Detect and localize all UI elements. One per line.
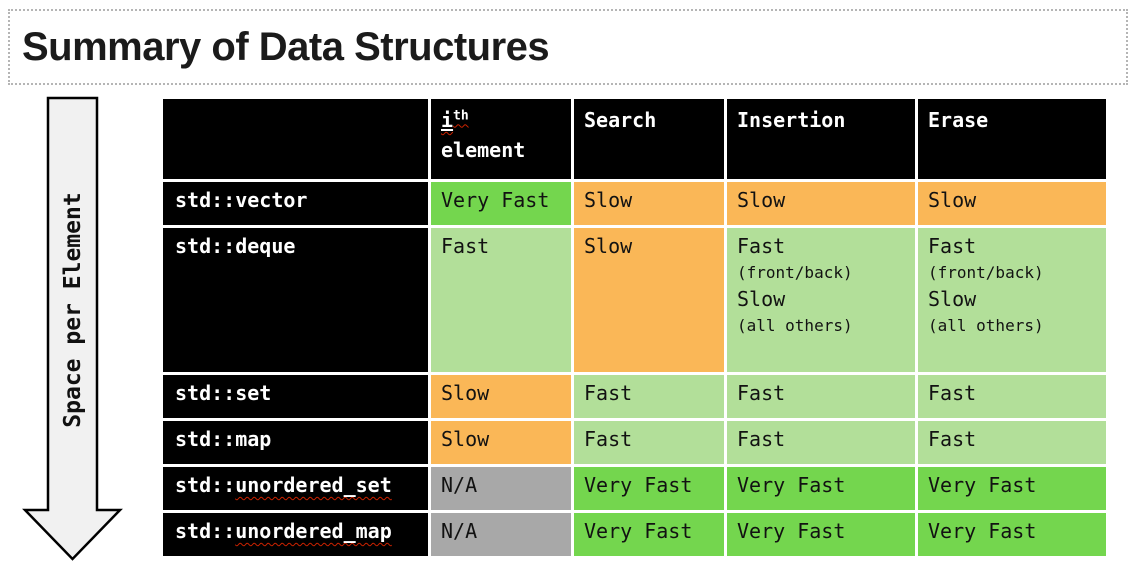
cell-line: Very Fast xyxy=(737,519,846,543)
cell-line: (all others) xyxy=(737,316,853,335)
row-label-set: std::set xyxy=(163,375,428,418)
cell-line: Fast xyxy=(584,381,633,405)
cell-unordered-map-insertion: Very Fast xyxy=(727,513,915,556)
row-label-unordered-map: std::unordered_map xyxy=(163,513,428,556)
cell-line: (all others) xyxy=(928,316,1044,335)
cell-map-search: Fast xyxy=(574,421,724,464)
page-title: Summary of Data Structures xyxy=(22,24,550,69)
row-label-unordered-set: std::unordered_set xyxy=(163,467,428,510)
cell-line: Fast xyxy=(737,234,786,258)
cell-unordered-set-ith-element: N/A xyxy=(431,467,571,510)
cell-line: Slow xyxy=(928,287,977,311)
cell-vector-search: Slow xyxy=(574,182,724,225)
cell-vector-erase: Slow xyxy=(918,182,1106,225)
cell-unordered-set-erase: Very Fast xyxy=(918,467,1106,510)
cell-deque-ith-element: Fast xyxy=(431,228,571,372)
row-label-vector: std::vector xyxy=(163,182,428,225)
cell-unordered-map-ith-element: N/A xyxy=(431,513,571,556)
title-box: Summary of Data Structures xyxy=(8,9,1128,85)
cell-unordered-map-search: Very Fast xyxy=(574,513,724,556)
cell-line: Fast xyxy=(584,427,633,451)
cell-map-ith-element: Slow xyxy=(431,421,571,464)
column-header-insertion: Insertion xyxy=(727,99,915,179)
cell-line: Very Fast xyxy=(928,473,1037,497)
cell-line: Fast xyxy=(441,234,490,258)
column-header-search: Search xyxy=(574,99,724,179)
cell-unordered-set-insertion: Very Fast xyxy=(727,467,915,510)
cell-vector-insertion: Slow xyxy=(727,182,915,225)
cell-unordered-map-erase: Very Fast xyxy=(918,513,1106,556)
cell-set-search: Fast xyxy=(574,375,724,418)
column-header-blank xyxy=(163,99,428,179)
down-arrow-shape xyxy=(22,96,123,561)
cell-line: Slow xyxy=(584,188,633,212)
cell-line: (front/back) xyxy=(737,263,853,282)
cell-line: N/A xyxy=(441,519,478,543)
arrow-label: Space per Element xyxy=(60,192,86,427)
cell-line: N/A xyxy=(441,473,478,497)
cell-line: Slow xyxy=(737,188,786,212)
cell-line: Slow xyxy=(737,287,786,311)
cell-line: Fast xyxy=(928,381,977,405)
cell-set-erase: Fast xyxy=(918,375,1106,418)
cell-line: Very Fast xyxy=(441,188,550,212)
cell-deque-erase: Fast (front/back) Slow (all others) xyxy=(918,228,1106,372)
cell-line: Very Fast xyxy=(584,473,693,497)
cell-vector-ith-element: Very Fast xyxy=(431,182,571,225)
cell-line: (front/back) xyxy=(928,263,1044,282)
cell-line: Slow xyxy=(584,234,633,258)
cell-line: Very Fast xyxy=(737,473,846,497)
cell-map-insertion: Fast xyxy=(727,421,915,464)
cell-line: Slow xyxy=(928,188,977,212)
cell-line: Fast xyxy=(928,234,977,258)
cell-map-erase: Fast xyxy=(918,421,1106,464)
space-per-element-arrow: Space per Element xyxy=(22,96,123,561)
cell-set-insertion: Fast xyxy=(727,375,915,418)
cell-set-ith-element: Slow xyxy=(431,375,571,418)
column-header-erase: Erase xyxy=(918,99,1106,179)
cell-line: Fast xyxy=(928,427,977,451)
cell-line: Very Fast xyxy=(584,519,693,543)
cell-deque-insertion: Fast (front/back) Slow (all others) xyxy=(727,228,915,372)
row-label-map: std::map xyxy=(163,421,428,464)
cell-line: Slow xyxy=(441,427,490,451)
cell-unordered-set-search: Very Fast xyxy=(574,467,724,510)
cell-line: Very Fast xyxy=(928,519,1037,543)
row-label-deque: std::deque xyxy=(163,228,428,372)
cell-line: Slow xyxy=(441,381,490,405)
cell-line: Fast xyxy=(737,427,786,451)
cell-deque-search: Slow xyxy=(574,228,724,372)
cell-line: Fast xyxy=(737,381,786,405)
